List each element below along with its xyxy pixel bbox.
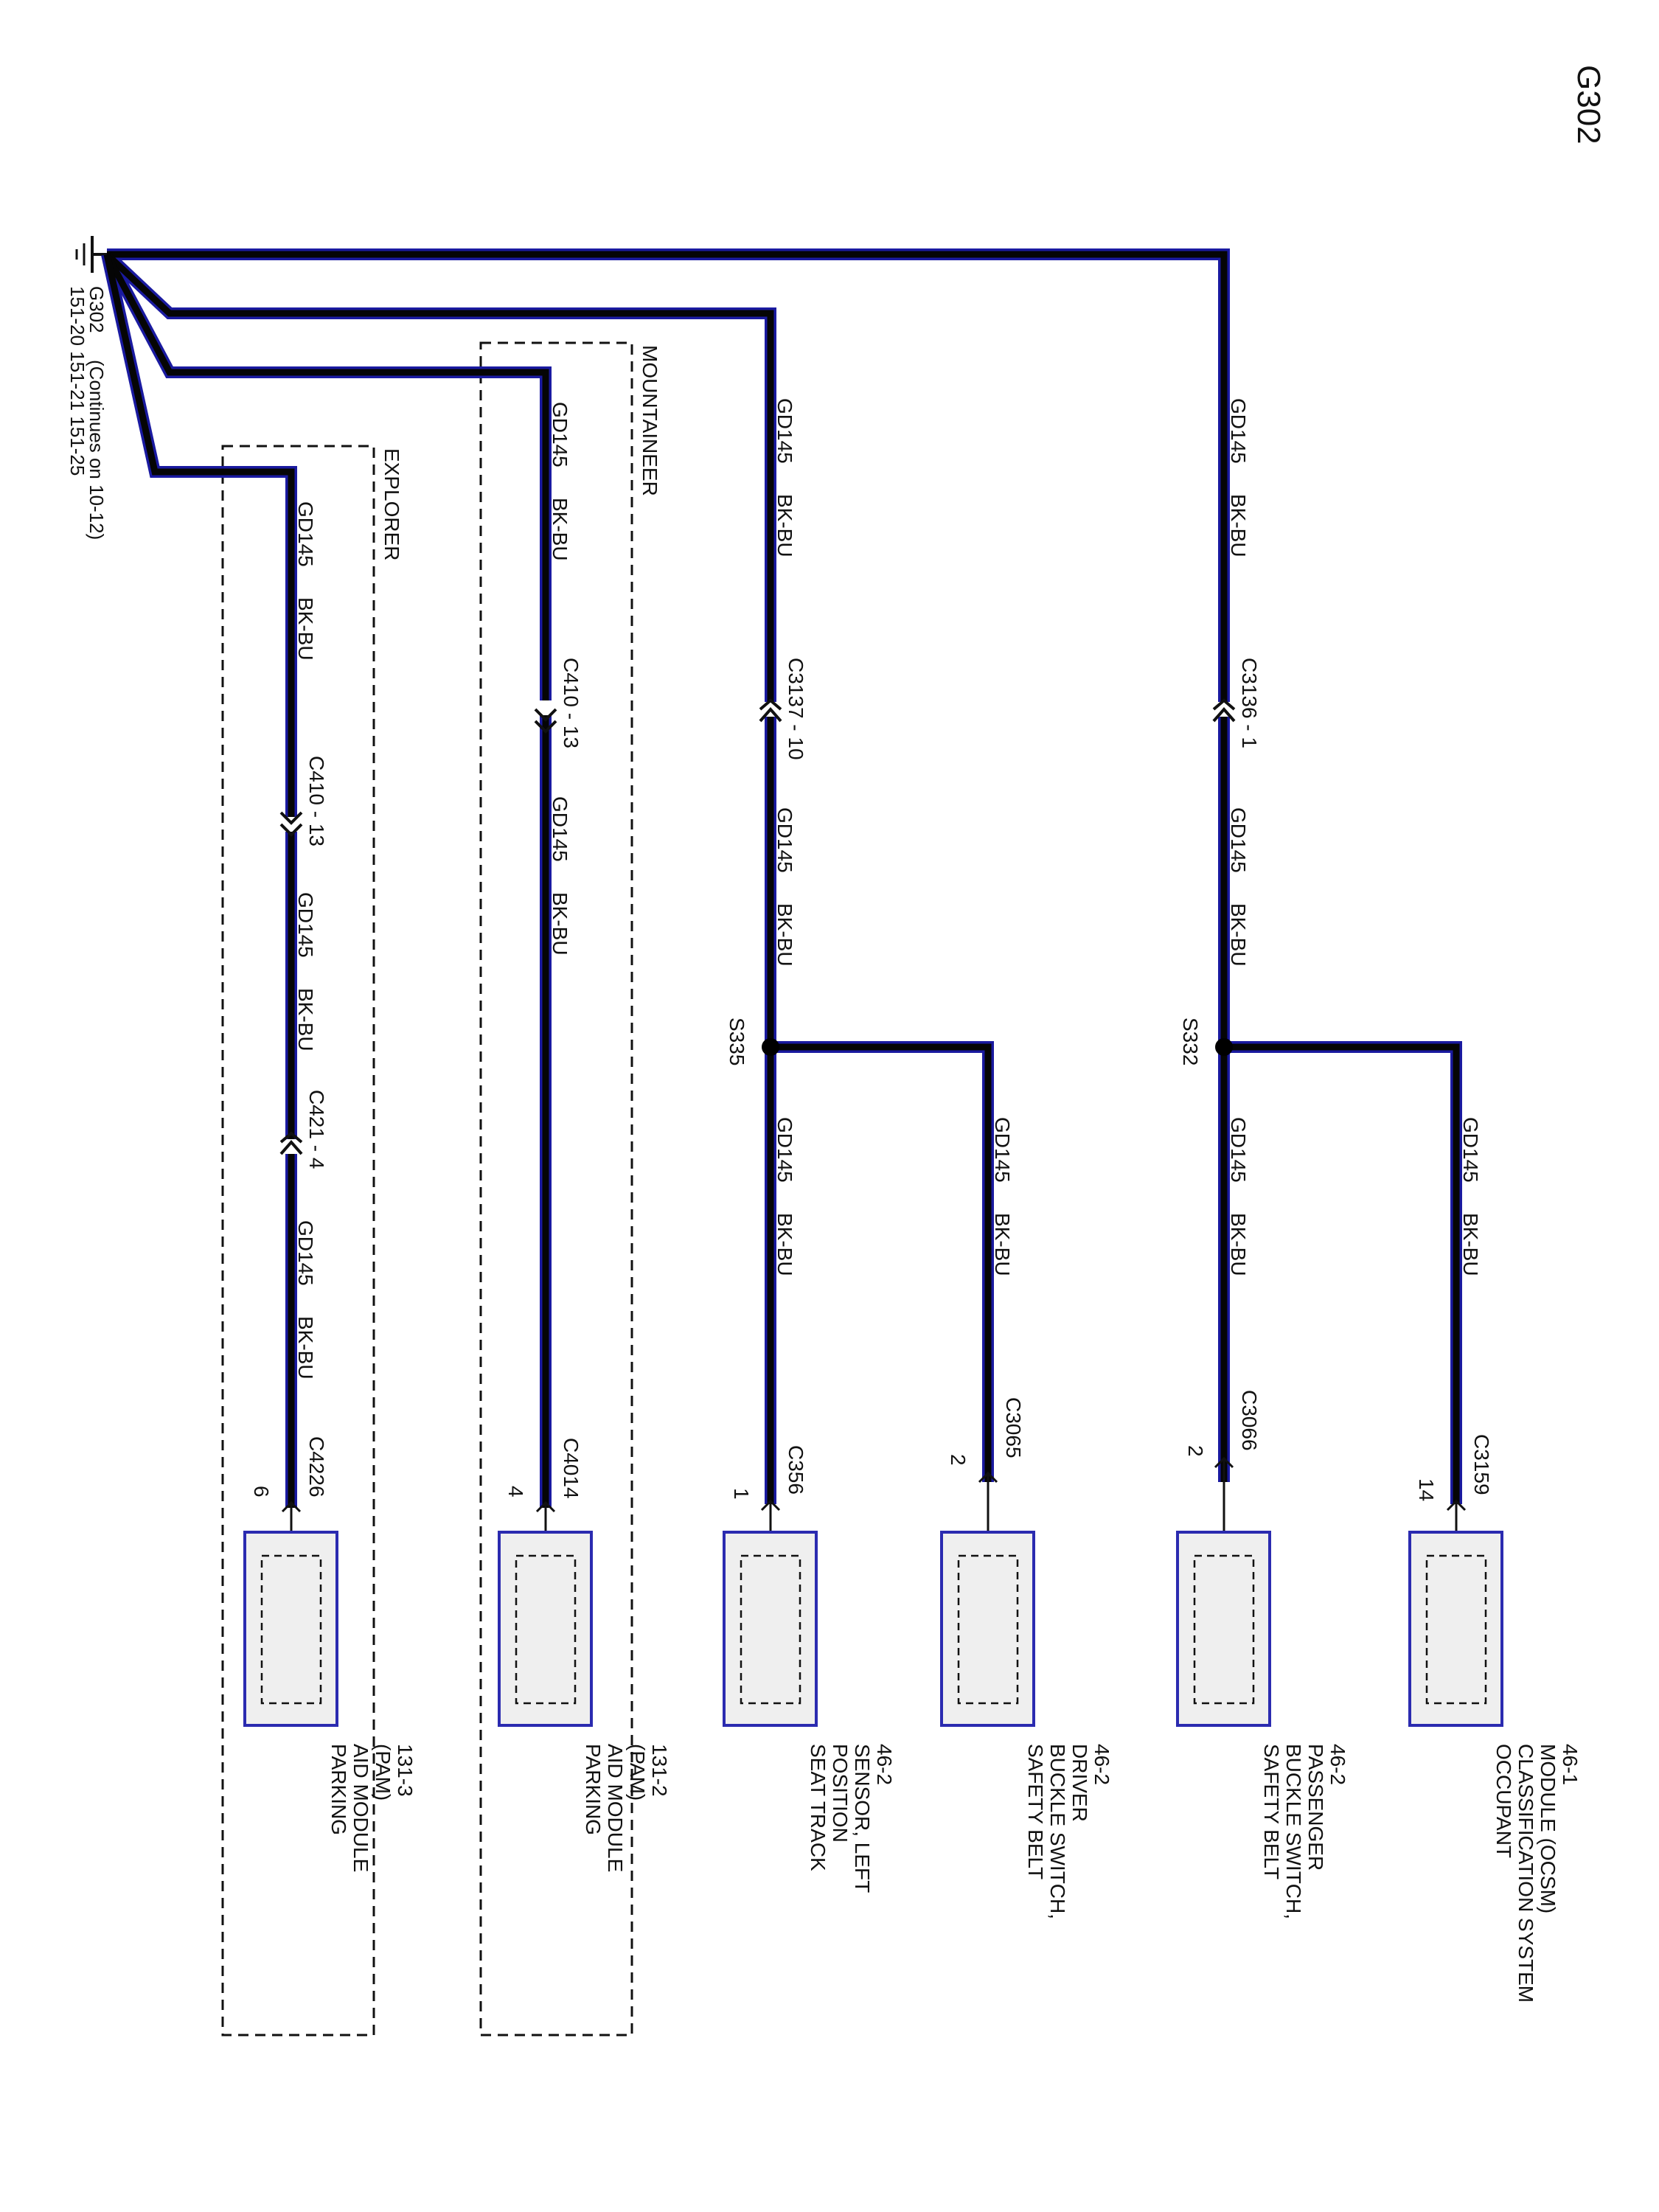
ground-refs: 151-20 151-21 151-25 bbox=[66, 286, 88, 476]
splice-label-s335: S335 bbox=[726, 1018, 748, 1065]
connector-label-c410-m: C410 - 13 bbox=[560, 658, 582, 748]
component-label-ocsm: OCCUPANT CLASSIFICATION SYSTEM MODULE (O… bbox=[1492, 1744, 1582, 2008]
connector-label-c3137: C3137 - 10 bbox=[785, 658, 807, 760]
svg-text:GD145: GD145 bbox=[773, 807, 796, 873]
connector-label-c3136: C3136 - 1 bbox=[1238, 658, 1261, 748]
svg-text:GD145: GD145 bbox=[1227, 807, 1250, 873]
svg-text:BK-BU: BK-BU bbox=[773, 903, 796, 967]
svg-text:BK-BU: BK-BU bbox=[773, 1213, 796, 1276]
component-safety-belt-passenger bbox=[1176, 1531, 1271, 1727]
svg-text:BK-BU: BK-BU bbox=[549, 892, 571, 956]
svg-text:GD145: GD145 bbox=[773, 1117, 796, 1183]
svg-text:GD145: GD145 bbox=[549, 402, 571, 467]
connector-c410-e-icon bbox=[279, 823, 303, 837]
svg-text:GD145: GD145 bbox=[1459, 1117, 1482, 1183]
pin-14-ocsm: 14 bbox=[1415, 1478, 1438, 1501]
component-pam-explorer bbox=[243, 1531, 338, 1727]
svg-text:GD145: GD145 bbox=[1227, 1117, 1250, 1183]
end-connector-c3159: C3159 bbox=[1470, 1434, 1493, 1495]
ground-icon bbox=[75, 236, 109, 273]
end-connector-c4014: C4014 bbox=[560, 1438, 582, 1499]
connector-c421-icon bbox=[279, 1139, 303, 1155]
option-box-explorer-label: EXPLORER bbox=[380, 448, 403, 561]
svg-text:BK-BU: BK-BU bbox=[294, 1316, 317, 1380]
svg-text:BK-BU: BK-BU bbox=[549, 498, 571, 561]
ground-label: G302 bbox=[86, 286, 108, 333]
connector-c3136-icon bbox=[1212, 706, 1236, 723]
pin-2-driver: 2 bbox=[947, 1454, 970, 1466]
option-box-mountaineer-label: MOUNTAINEER bbox=[639, 345, 661, 496]
pin-1-seat: 1 bbox=[730, 1488, 753, 1500]
svg-text:BK-BU: BK-BU bbox=[294, 597, 317, 661]
option-box-mountaineer bbox=[479, 341, 633, 2037]
component-label-pam-mountaineer: PARKING AID MODULE (PAM) 131-2 bbox=[582, 1744, 671, 1878]
component-label-driver: SAFETY BELT BUCKLE SWITCH, DRIVER 46-2 bbox=[1024, 1744, 1113, 1925]
component-labels: OCCUPANT CLASSIFICATION SYSTEM MODULE (O… bbox=[327, 1744, 1582, 2008]
connector-label-c421: C421 - 4 bbox=[305, 1090, 328, 1169]
svg-text:BK-BU: BK-BU bbox=[991, 1213, 1014, 1276]
splice-s332 bbox=[1215, 1038, 1233, 1056]
wires bbox=[101, 248, 1462, 1508]
component-pam-mountaineer bbox=[498, 1531, 593, 1727]
component-label-passenger: SAFETY BELT BUCKLE SWITCH, PASSENGER 46-… bbox=[1260, 1744, 1349, 1925]
svg-text:GD145: GD145 bbox=[1227, 398, 1250, 464]
svg-text:BK-BU: BK-BU bbox=[773, 494, 796, 557]
pin-4-mountaineer: 4 bbox=[504, 1486, 527, 1498]
end-connector-c3066: C3066 bbox=[1238, 1390, 1261, 1451]
component-ocsm bbox=[1408, 1531, 1503, 1727]
svg-text:GD145: GD145 bbox=[991, 1117, 1014, 1183]
svg-text:BK-BU: BK-BU bbox=[1459, 1213, 1482, 1276]
splice-label-s332: S332 bbox=[1179, 1018, 1202, 1065]
svg-text:GD145: GD145 bbox=[294, 1220, 317, 1286]
svg-text:BK-BU: BK-BU bbox=[1227, 1213, 1250, 1276]
svg-text:GD145: GD145 bbox=[549, 796, 571, 862]
component-label-pam-explorer: PARKING AID MODULE (PAM) 131-3 bbox=[327, 1744, 417, 1878]
end-connector-c4226: C4226 bbox=[305, 1436, 328, 1498]
connector-c410-m-icon bbox=[534, 720, 557, 734]
svg-text:BK-BU: BK-BU bbox=[1227, 494, 1250, 557]
connector-c3137-icon bbox=[759, 706, 782, 723]
pin-2-passenger: 2 bbox=[1184, 1445, 1207, 1457]
end-connector-c356: C356 bbox=[785, 1445, 807, 1495]
connector-labels: C3136 - 1 C3137 - 10 C410 - 13 C410 - 13… bbox=[250, 658, 1493, 1501]
ground-note: (Continues on 10-12) bbox=[86, 360, 108, 540]
page-title: G302 bbox=[1571, 65, 1607, 145]
svg-text:GD145: GD145 bbox=[294, 501, 317, 567]
svg-text:BK-BU: BK-BU bbox=[294, 988, 317, 1051]
svg-text:GD145: GD145 bbox=[773, 398, 796, 464]
pin-arrows bbox=[281, 1456, 1467, 1545]
component-safety-belt-driver bbox=[940, 1531, 1035, 1727]
component-label-seat: SEAT TRACK POSITION SENSOR, LEFT 46-2 bbox=[807, 1744, 896, 1899]
svg-text:BK-BU: BK-BU bbox=[1227, 903, 1250, 967]
end-connector-c3065: C3065 bbox=[1002, 1397, 1025, 1458]
option-box-explorer bbox=[221, 445, 375, 2037]
pin-6-explorer: 6 bbox=[250, 1486, 273, 1498]
wire-labels: GD145 BK-BU GD145 BK-BU GD145 BK-BU GD14… bbox=[294, 398, 1482, 1380]
component-seat-track-sensor bbox=[723, 1531, 818, 1727]
components bbox=[243, 1531, 1503, 1727]
splice-s335 bbox=[762, 1038, 779, 1056]
connector-label-c410-e: C410 - 13 bbox=[305, 756, 328, 846]
svg-text:GD145: GD145 bbox=[294, 892, 317, 958]
inline-connectors bbox=[279, 698, 1236, 1155]
